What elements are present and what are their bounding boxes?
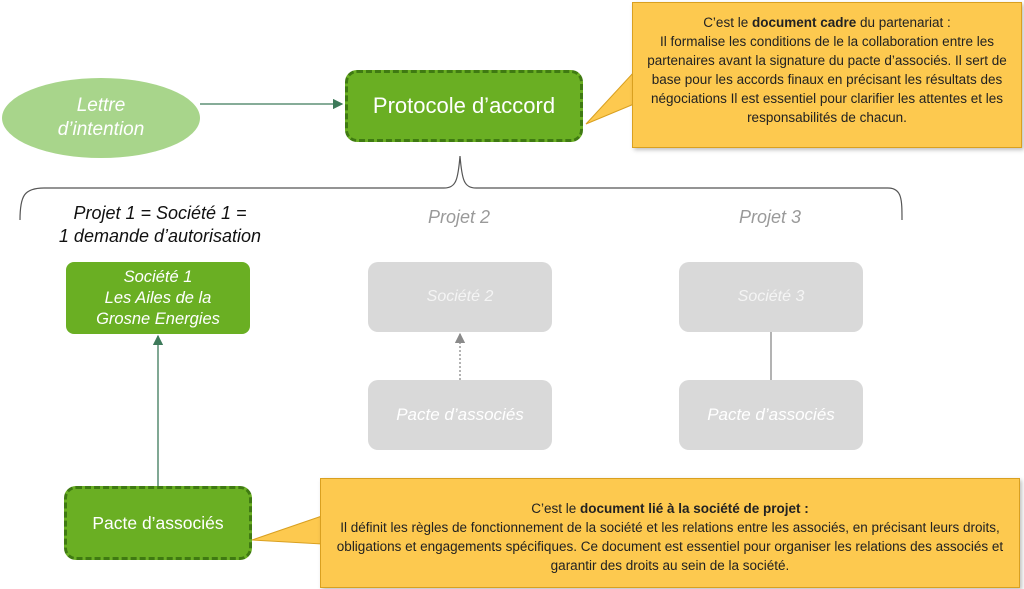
societe1-line1: Société 1 [123,267,193,286]
callout-top-body: Il formalise les conditions de le la col… [647,34,1007,125]
societe1-line3: Grosne Energies [96,309,220,328]
projet2-title: Projet 2 [427,207,491,227]
lettre-intention-node: Lettre d’intention [2,78,200,158]
pacte1-node: Pacte d’associés [64,486,252,560]
projet3-title: Projet 3 [738,207,802,227]
protocole-label: Protocole d’accord [372,93,556,118]
callout-document-cadre: C’est le document cadre du partenariat :… [632,2,1022,148]
pacte2-label: Pacte d’associés [396,405,524,424]
callout-bottom-bold: document lié à la société de projet : [579,501,809,516]
societe3-node: Société 3 [679,262,863,332]
projet1-title: Projet 1 = Société 1 = 1 demande d’autori… [20,202,300,248]
callout-top-prefix: C’est le [703,15,752,30]
callout-bottom-pointer [251,515,323,545]
protocole-accord-node: Protocole d’accord [345,70,583,142]
societe2-node: Société 2 [368,262,552,332]
pacte3-label: Pacte d’associés [707,405,835,424]
societe3-label: Société 3 [737,288,805,305]
societe1-node: Société 1 Les Ailes de la Grosne Energies [66,262,250,334]
pacte1-label: Pacte d’associés [92,512,224,533]
projet1-line1: Projet 1 = Société 1 = [73,203,247,223]
societe2-label: Société 2 [426,288,494,305]
projects-brace [19,155,903,221]
lettre-line2: d’intention [57,119,145,140]
societe1-line2: Les Ailes de la [104,288,212,307]
pacte2-node: Pacte d’associés [368,380,552,450]
callout-bottom-prefix: C’est le [531,501,580,516]
callout-bottom-body: Il définit les règles de fonctionnement … [336,520,1004,573]
projet1-line2: 1 demande d’autorisation [58,226,262,246]
callout-document-societe: C’est le document lié à la société de pr… [320,478,1020,588]
callout-top-suffix: du partenariat : [856,15,951,30]
pacte3-node: Pacte d’associés [679,380,863,450]
callout-top-pointer [585,70,635,125]
lettre-line1: Lettre [76,95,126,116]
callout-top-bold: document cadre [751,15,857,30]
